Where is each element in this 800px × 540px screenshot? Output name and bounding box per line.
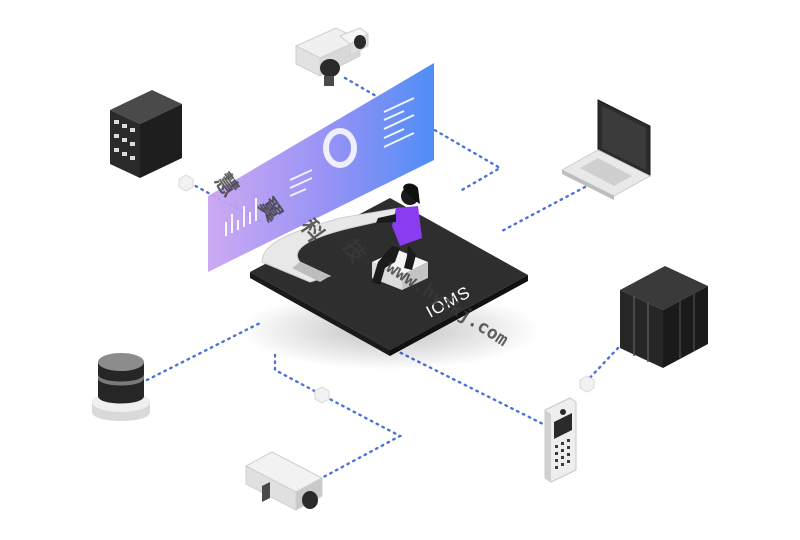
link-laptop <box>498 185 587 234</box>
connector-node <box>579 375 595 393</box>
panel-list-lines <box>289 169 313 197</box>
door-intercom-icon <box>544 397 577 483</box>
ptz-camera-icon <box>294 27 369 86</box>
link-bullet-camera <box>273 353 403 482</box>
connector-nodes <box>178 174 595 404</box>
server-rack-icon <box>110 90 182 178</box>
panel-text-lines <box>383 97 415 148</box>
operator-shirt <box>392 206 422 246</box>
link-nvr-cluster <box>583 346 620 385</box>
bullet-camera-icon <box>244 451 324 511</box>
laptop-icon <box>560 99 652 200</box>
platform-side-right <box>390 275 528 356</box>
connector-node <box>178 174 194 192</box>
panel-donut-chart <box>323 128 357 168</box>
operator-person <box>372 183 422 285</box>
platform-side-left <box>250 272 390 356</box>
alarm-siren-icon <box>92 353 150 421</box>
link-alarm-beacon <box>145 320 264 382</box>
dashboard-panel <box>208 63 434 272</box>
panel-surface <box>208 63 434 272</box>
connector-node <box>314 386 330 404</box>
nvr-server-icon <box>620 266 708 368</box>
panel-bar-chart <box>225 198 257 236</box>
ioms-platform: IOMS <box>240 198 540 370</box>
